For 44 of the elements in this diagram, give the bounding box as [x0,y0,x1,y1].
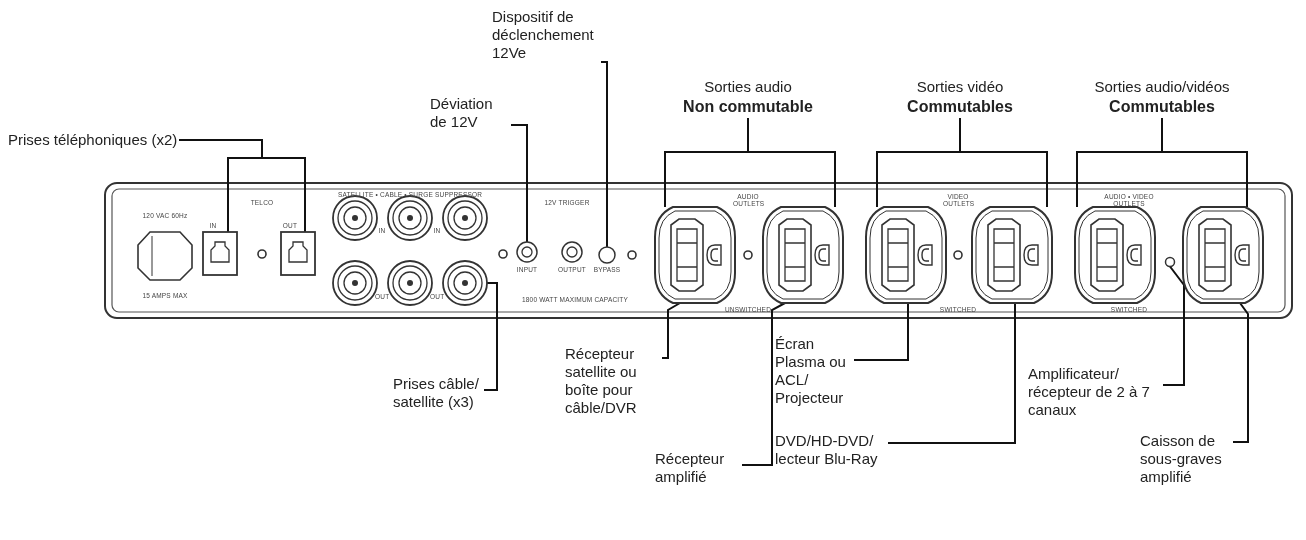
callout-label: DVD/HD-DVD/ lecteur Blu-Ray [775,432,879,468]
rca-jack [516,241,538,263]
power-outlet [1182,206,1264,304]
power-outlet [654,206,736,304]
callout-label: Dispositif de déclenchement 12Ve [492,8,595,62]
power-outlet [865,206,947,304]
leader-line [1162,265,1185,386]
coax-connector [387,195,433,241]
leader-line [1161,117,1248,208]
callout-label: Caisson de sous-graves amplifié [1140,432,1223,486]
callout-label: Déviation de 12V [430,95,494,131]
coax-connector [332,195,378,241]
callout-label: Prises téléphoniques (x2) [8,131,179,149]
leader-line [1232,302,1249,443]
callout-label: Amplificateur/ récepteur de 2 à 7 canaux [1028,365,1151,419]
leader-line [178,139,306,233]
coax-connector [442,195,488,241]
leader-line [483,282,498,391]
leader-line [661,302,681,359]
group-subheading: Commutables [906,97,1014,117]
callout-label: Prises câble/ satellite (x3) [393,375,480,411]
group-subheading: Commutables [1108,97,1216,117]
power-outlet [1074,206,1156,304]
phone-jack [280,231,316,276]
power-outlet [971,206,1053,304]
leader-line [887,302,1016,444]
indicator-light [1164,256,1176,268]
group-heading: Sorties vidéo [915,78,1005,96]
power-outlet [762,206,844,304]
coax-connector [442,260,488,306]
group-heading: Sorties audio/vidéos [1093,78,1231,96]
callout-label: Écran Plasma ou ACL/ Projecteur [775,335,847,407]
bypass-button [598,246,616,264]
leader-line [747,117,836,208]
group-heading: Sorties audio [703,78,793,96]
leader-line [510,124,528,243]
leader-line [959,117,1048,208]
callout-label: Récepteur satellite ou boîte pour câble/DVR [565,345,638,417]
callout-label: Récepteur amplifié [655,450,726,486]
leader-line [853,302,909,361]
group-subheading: Non commutable [682,97,814,117]
leader-line [600,61,608,248]
leader-line [741,302,786,466]
phone-jack [202,231,238,276]
